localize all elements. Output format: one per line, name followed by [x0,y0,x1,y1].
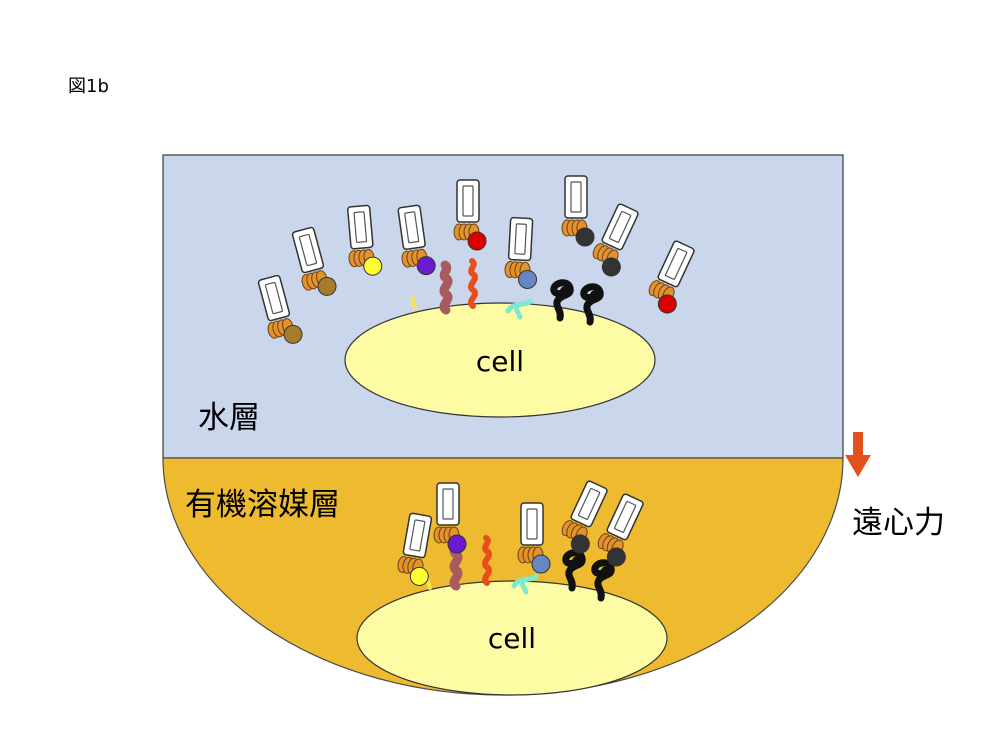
arrow-head [845,455,871,477]
antibody [597,493,644,567]
organic-layer-label: 有機溶媒層 [185,487,340,523]
antibody-fab-inner [664,247,688,280]
antibody-fab-inner [613,500,637,533]
cell-lower [356,580,668,696]
aqueous-layer-label: 水層 [198,400,260,436]
antibody [592,203,639,277]
receptor [511,573,539,595]
receptor [505,298,533,320]
receptor [482,535,492,586]
antigen [570,534,590,554]
antibody [347,204,383,276]
antigen [606,547,626,567]
antibody [257,274,303,344]
antibodies-layer [257,175,695,586]
antibody [561,175,595,247]
antigen [575,227,595,247]
antibody [648,240,695,314]
cell-label-lower: cell [488,622,536,655]
antibody-fab-inner [409,519,426,552]
centrifugal-force-label: 遠心力 [852,505,945,541]
antigen [283,324,303,344]
arrow-shaft [853,432,863,458]
antibody [291,226,337,296]
antibody-fab-inner [577,487,601,520]
antigen [657,294,677,314]
antigen [363,256,383,276]
cell-label-upper: cell [476,345,524,378]
antibody-fab-inner [353,211,368,244]
cell-upper [344,302,656,418]
antibody-fab-inner [264,281,284,315]
antigen [409,566,429,586]
receptor [591,559,615,602]
antibody-fab-inner [298,233,318,267]
antibody [397,512,433,586]
antibody-fab-inner [442,488,454,520]
down-arrow-icon [845,432,871,477]
figure-label: 図1b [68,76,109,97]
antibody [453,179,487,251]
receptor [439,260,453,315]
antibody-fab-inner [608,210,632,243]
antibody-fab-inner [404,211,420,244]
receptor [562,549,586,592]
antigen [447,534,467,554]
antibody-fab-inner [526,508,538,540]
antibody-fab-inner [570,181,582,213]
receptor [550,279,574,322]
antigen [467,231,487,251]
antibody-fab-inner [462,185,474,217]
antibody [433,482,467,554]
receptor [468,258,478,309]
antigen [317,276,337,296]
antigen [416,256,436,276]
antibody [561,480,608,554]
antibody [504,216,538,289]
receptor [410,296,417,310]
antigen [531,554,551,574]
antibody [397,204,436,276]
antibody-fab-inner [514,223,527,255]
antibody [517,502,551,574]
antigen [518,269,538,289]
receptor [580,283,604,326]
antigen [601,257,621,277]
